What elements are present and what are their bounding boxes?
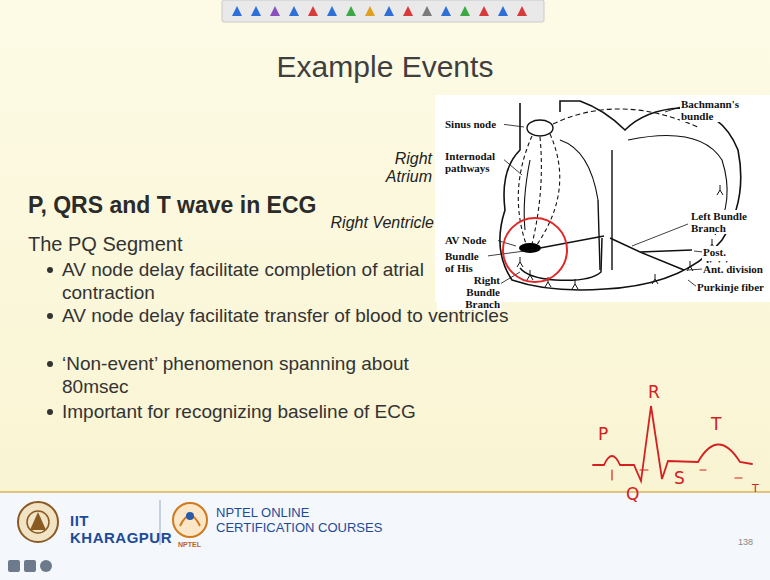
player-icons: [8, 560, 20, 572]
leader-lines: [487, 106, 703, 287]
slide-number: 138: [738, 537, 766, 547]
part-label: Ant. division: [702, 263, 766, 275]
nptel-logo: [173, 503, 207, 537]
bullet-dots: [47, 361, 53, 367]
part-label: Bundle of His: [444, 250, 488, 274]
toolbar: [517, 6, 527, 16]
toolbar: [441, 6, 451, 16]
toolbar: [479, 6, 489, 16]
toolbar: [222, 0, 544, 22]
part-label: Left Bundle Branch: [690, 210, 764, 234]
purkinje-fibers: [517, 257, 523, 267]
player-icons: [40, 560, 52, 572]
toolbar: [270, 6, 280, 16]
purkinje-fibers: [572, 279, 578, 289]
purkinje-fibers: [717, 185, 723, 195]
footer-band: [0, 492, 770, 580]
wave-label: S: [674, 468, 694, 488]
part-label: Bachmann's bundle: [680, 98, 766, 122]
bullet-dots: [47, 267, 53, 415]
bullet-text: ‘Non-event’ phenomenon spanning about 80…: [62, 352, 457, 398]
part-label: AV Node: [444, 234, 498, 246]
iit-logo: [18, 502, 58, 542]
bullet-dots: [47, 409, 53, 415]
toolbar: [384, 6, 394, 16]
chamber-label: Right Ventricle: [312, 214, 434, 232]
purkinje-fibers: [652, 274, 658, 284]
toolbar: [308, 6, 318, 16]
toolbar: [327, 6, 337, 16]
footer-band: [0, 492, 770, 580]
heart-diagram: [435, 95, 770, 302]
nptel-logo: [186, 512, 194, 520]
bullet-text: Important for recognizing baseline of EC…: [62, 400, 582, 423]
part-label: Internodal pathways: [444, 150, 504, 174]
part-label: Purkinje fiber: [696, 281, 766, 293]
nptel-logo: [173, 503, 207, 537]
red-annotation-circle: [503, 218, 567, 282]
institute-name: IIT KHARAGPUR: [70, 512, 160, 546]
subheading: The PQ Segment: [28, 233, 278, 256]
wave-label: T: [752, 482, 766, 495]
toolbar: [498, 6, 508, 16]
bundle-branches: [520, 236, 692, 280]
toolbar: [460, 6, 470, 16]
wave-label: R: [648, 382, 668, 402]
iit-logo: [27, 511, 49, 533]
heart-diagram: [435, 95, 770, 302]
toolbar: [232, 6, 242, 16]
toolbar: [365, 6, 375, 16]
wave-label: P: [598, 424, 618, 444]
part-label: Sinus node: [444, 118, 504, 130]
player-icons: [24, 560, 36, 572]
toolbar: [346, 6, 356, 16]
bullet-text: AV node delay facilitate completion of a…: [62, 258, 427, 304]
sinus-node: [527, 120, 553, 136]
logo-caption: NPTEL: [178, 541, 208, 548]
bachmanns-bundle: [553, 109, 700, 128]
part-label: Right Bundle Branch: [437, 274, 501, 310]
player-icons: [8, 560, 52, 572]
ecg-sketch: [593, 406, 752, 481]
toolbar: [251, 6, 261, 16]
course-name: NPTEL ONLINE CERTIFICATION COURSES: [216, 505, 386, 535]
iit-logo: [18, 502, 58, 542]
slide-title: Example Events: [185, 50, 585, 84]
iit-logo: [30, 512, 46, 530]
ecg-sketch: [593, 406, 752, 481]
bullet-dots: [47, 313, 53, 319]
wave-label: Q: [626, 484, 646, 504]
toolbar: [422, 6, 432, 16]
bullet-dots: [47, 267, 53, 273]
wave-label: T: [711, 414, 731, 434]
toolbar: [403, 6, 413, 16]
toolbar: [222, 0, 544, 22]
footer-band: [0, 491, 770, 493]
purkinje-fibers: [527, 270, 533, 280]
purkinje-fibers: [517, 185, 725, 289]
chamber-label: Right Atrium: [372, 150, 432, 186]
toolbar: [289, 6, 299, 16]
internodal-pathways: [518, 134, 559, 246]
septum: [598, 150, 612, 270]
